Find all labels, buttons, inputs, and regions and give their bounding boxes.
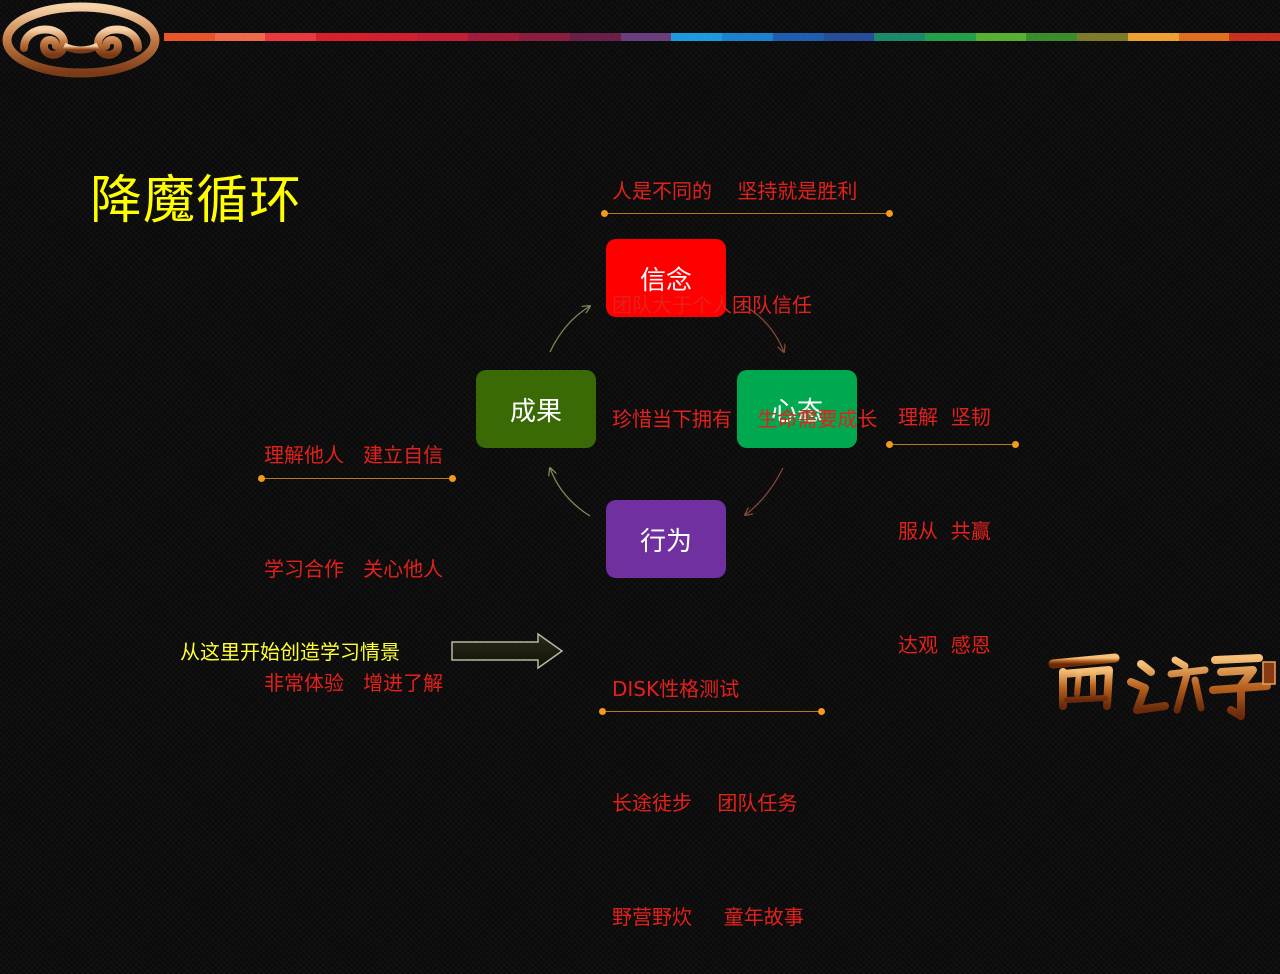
node-behavior: 行为 — [606, 500, 726, 578]
belief-note-line: 团队大于个人团队信任 — [612, 293, 812, 317]
mindset-underline-dot-right — [1012, 441, 1019, 448]
belief-underline-dot-left — [601, 210, 608, 217]
xiyou-calligraphy-logo — [1048, 653, 1276, 720]
behavior-underline — [603, 711, 823, 712]
color-stripe-segment — [1026, 33, 1078, 41]
arrow-result-to-belief — [549, 306, 590, 353]
belief-notes: 人是不同的 坚持就是胜利 团队大于个人团队信任 珍惜当下拥有 生命需要成长 — [612, 96, 877, 476]
mindset-note-line: 达观 感恩 — [898, 633, 991, 657]
behavior-underline-dot-left — [599, 708, 606, 715]
color-stripe-segment — [1178, 33, 1230, 41]
result-underline-dot-left — [258, 475, 265, 482]
mindset-note-line: 服从 共赢 — [898, 519, 991, 543]
belief-underline-dot-right — [886, 210, 893, 217]
result-underline — [262, 478, 452, 479]
result-notes: 理解他人 建立自信 学习合作 关心他人 非常体验 增进了解 — [264, 360, 443, 740]
color-stripe-segment — [722, 33, 773, 41]
behavior-note-line: 野营野炊 童年故事 — [612, 905, 804, 929]
mindset-notes: 理解 坚韧 服从 共赢 达观 感恩 — [898, 322, 991, 702]
color-stripe-segment — [823, 33, 875, 41]
color-stripe-segment — [214, 33, 266, 41]
arrow-mindset-to-behavior — [745, 467, 784, 515]
cycle-arrows — [0, 0, 1280, 517]
belief-note-line: 珍惜当下拥有 生命需要成长 — [612, 407, 878, 431]
color-stripe-segment — [366, 33, 418, 41]
color-stripe-segment — [519, 33, 570, 41]
mindset-underline — [890, 444, 1016, 445]
color-stripe-segment — [671, 33, 723, 41]
result-note-line: 学习合作 关心他人 — [264, 557, 444, 581]
page-title: 降魔循环 — [90, 171, 303, 231]
color-stripe-segment — [1127, 33, 1179, 41]
mindset-underline-dot-left — [886, 441, 893, 448]
color-stripe-segment — [316, 33, 367, 41]
mindset-note-line: 理解 坚韧 — [898, 405, 991, 429]
color-stripe-segment — [975, 33, 1027, 41]
color-stripe-segment — [874, 33, 926, 41]
color-stripe-segment — [1229, 33, 1280, 41]
color-stripe-segment — [1077, 33, 1128, 41]
behavior-note-line: DISK性格测试 — [612, 677, 740, 701]
color-stripe-segment — [468, 33, 520, 41]
arrow-behavior-to-result — [550, 468, 591, 517]
behavior-note-line: 长途徒步 团队任务 — [612, 791, 798, 815]
golden-headband-icon — [2, 2, 160, 78]
color-stripe-segment — [569, 33, 621, 41]
behavior-notes: DISK性格测试 长途徒步 团队任务 野营野炊 童年故事 — [612, 594, 804, 974]
result-note-line: 非常体验 增进了解 — [264, 671, 444, 695]
color-stripe-segment — [164, 33, 215, 41]
block-arrow-icon — [451, 632, 564, 670]
node-result: 成果 — [476, 370, 596, 448]
start-here-label: 从这里开始创造学习情景 — [180, 640, 400, 664]
node-mindset: 心态 — [737, 370, 857, 448]
arrow-belief-to-mindset — [744, 305, 784, 352]
node-belief: 信念 — [606, 239, 726, 317]
belief-note-line: 人是不同的 坚持就是胜利 — [612, 179, 858, 203]
result-underline-dot-right — [449, 475, 456, 482]
belief-underline — [604, 213, 890, 214]
color-stripe-bar — [164, 33, 1280, 41]
behavior-underline-dot-right — [818, 708, 825, 715]
result-note-line: 理解他人 建立自信 — [264, 443, 444, 467]
color-stripe-segment — [265, 33, 317, 41]
color-stripe-segment — [772, 33, 824, 41]
color-stripe-segment — [925, 33, 976, 41]
color-stripe-segment — [417, 33, 469, 41]
color-stripe-segment — [620, 33, 672, 41]
